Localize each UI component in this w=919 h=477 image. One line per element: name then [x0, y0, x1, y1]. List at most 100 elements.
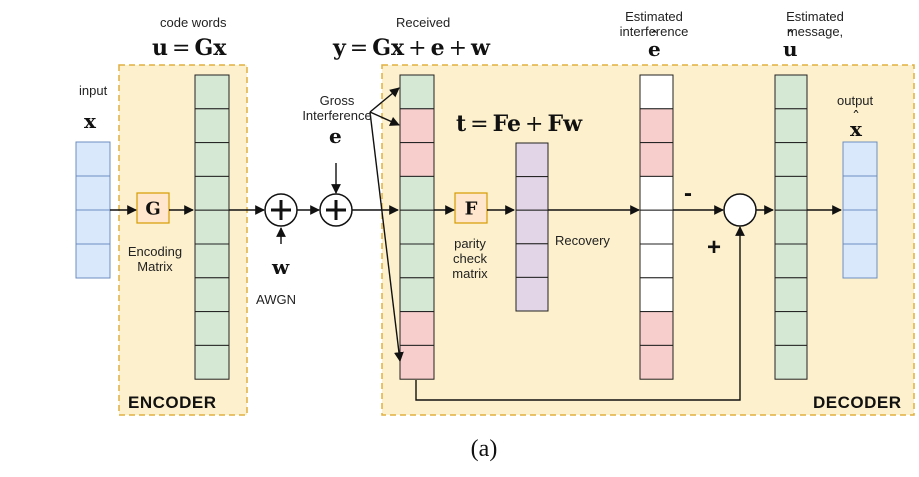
output-x-symbol: x — [850, 118, 862, 140]
eq-plus: + — [525, 112, 544, 137]
vector-cell — [399, 311, 435, 346]
vector-cell — [399, 142, 435, 177]
vector-cell — [639, 74, 674, 110]
vector-cell — [194, 243, 230, 279]
syndrome-equation: t=Fe+Fw — [456, 113, 582, 136]
vector-cell — [399, 277, 435, 313]
vector-cell — [194, 142, 230, 177]
vector-cell — [774, 311, 808, 346]
decoder-section-label: DECODER — [813, 393, 902, 412]
vector-cell — [194, 209, 230, 245]
vector-cell — [194, 175, 230, 211]
vector-cell — [515, 276, 549, 312]
eq-e-symbol: e — [430, 35, 445, 61]
vector-cell — [639, 175, 674, 211]
vector-cell — [774, 142, 808, 177]
vector-cell — [194, 344, 230, 380]
eq-y-symbol: y — [333, 35, 346, 61]
eq-g-symbol: G — [194, 35, 214, 61]
vector-cell — [774, 344, 808, 380]
plus-sign: + — [707, 234, 722, 261]
vector-cell — [515, 243, 549, 278]
encoding-matrix-label: Encoding Matrix — [127, 244, 183, 274]
parity-check-matrix-box — [454, 192, 488, 224]
estimated-message-label: Estimated message, — [786, 9, 844, 39]
syndrome-vector — [515, 142, 549, 312]
encoding-matrix-g: G — [145, 198, 161, 220]
vector-cell — [399, 175, 435, 211]
codeword-vector — [194, 74, 230, 380]
estimated-u-symbol: u — [783, 38, 798, 60]
vector-cell — [639, 243, 674, 279]
input-label: input — [79, 83, 108, 98]
received-label: Received — [396, 15, 451, 30]
recovery-label: Recovery — [555, 233, 610, 248]
estimated-interference-vector — [639, 74, 674, 380]
eq-e-symbol: e — [507, 111, 522, 137]
e-hat: e — [648, 38, 661, 60]
awgn-label: AWGN — [256, 292, 296, 307]
vector-cell — [639, 277, 674, 313]
eq-u-symbol: u — [152, 35, 168, 61]
gross-interference-label: Gross Interference — [302, 93, 372, 123]
output-vector — [842, 141, 878, 279]
vector-cell — [75, 175, 111, 211]
vector-cell — [842, 141, 878, 177]
vector-cell — [515, 142, 549, 178]
eq-plus: + — [448, 36, 468, 61]
received-equation: y=Gx+e+w — [333, 37, 490, 60]
eq-plus: + — [408, 36, 427, 61]
vector-cell — [774, 243, 808, 279]
eq-equals: = — [172, 36, 191, 61]
vector-cell — [842, 243, 878, 279]
minus-sign: - — [684, 180, 692, 207]
vector-cell — [399, 108, 435, 144]
vector-cell — [639, 311, 674, 346]
vector-cell — [399, 243, 435, 279]
eq-equals: = — [470, 112, 489, 137]
vector-cell — [639, 209, 674, 245]
vector-cell — [842, 209, 878, 245]
vector-cell — [515, 176, 549, 211]
output-label: output — [837, 93, 874, 108]
eq-x-symbol: x — [213, 35, 227, 61]
encoder-section-label: ENCODER — [128, 393, 217, 412]
parity-check-matrix-label: parity check matrix — [452, 236, 488, 281]
vector-cell — [194, 108, 230, 144]
input-x-symbol: x — [84, 109, 96, 133]
vector-cell — [194, 277, 230, 313]
figure-caption: (a) — [470, 436, 498, 462]
eq-x-symbol: x — [391, 35, 405, 61]
eq-equals: = — [349, 36, 369, 61]
eq-w-symbol: w — [563, 111, 583, 137]
vector-cell — [399, 209, 435, 245]
estimated-message-vector — [774, 74, 808, 380]
noise-w-symbol: w — [272, 255, 290, 279]
vector-cell — [639, 142, 674, 177]
codeword-equation: u=Gx — [152, 37, 226, 60]
eq-t-symbol: t — [456, 111, 467, 137]
vector-cell — [774, 209, 808, 245]
eq-g-symbol: G — [372, 35, 392, 61]
eq-f-symbol: F — [492, 111, 508, 137]
code-words-label: code words — [160, 15, 227, 30]
x-hat: x — [850, 118, 862, 140]
vector-cell — [75, 141, 111, 177]
vector-cell — [774, 108, 808, 144]
recovery-combiner — [723, 193, 757, 227]
received-vector — [399, 74, 435, 380]
awgn-adder — [264, 193, 298, 227]
eq-f-symbol: F — [547, 111, 564, 137]
input-vector — [75, 141, 111, 279]
vector-cell — [774, 175, 808, 211]
interference-adder — [319, 193, 353, 227]
vector-cell — [774, 74, 808, 110]
vector-cell — [842, 175, 878, 211]
vector-cell — [194, 74, 230, 110]
u-hat: u — [783, 38, 798, 60]
signal-arrows — [110, 87, 842, 401]
parity-matrix-f: F — [464, 198, 478, 220]
vector-cell — [774, 277, 808, 313]
vector-cell — [639, 344, 674, 380]
